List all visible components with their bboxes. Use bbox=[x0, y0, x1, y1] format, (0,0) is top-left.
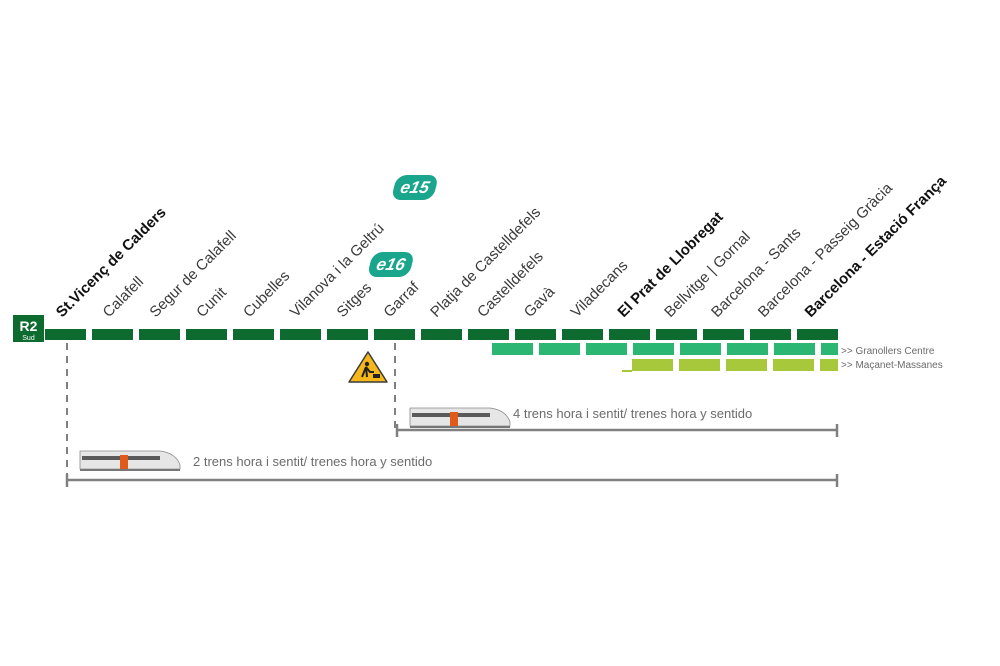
service-frequent: 4 trens hora i sentit/ trenes hora y sen… bbox=[395, 406, 839, 437]
granollers-branch-segment bbox=[633, 343, 674, 355]
main-line-segment bbox=[186, 329, 227, 340]
badge-e15-text: e15 bbox=[398, 177, 432, 197]
granollers-branch-segment bbox=[492, 343, 533, 355]
main-line-segment bbox=[139, 329, 180, 340]
macanet-branch-segment bbox=[820, 359, 838, 371]
macanet-branch-segment bbox=[679, 359, 720, 371]
line-badge: R2 Sud bbox=[13, 315, 44, 342]
macanet-branch-segment bbox=[773, 359, 814, 371]
line-code: R2 bbox=[20, 318, 38, 334]
branch-macanet-label: >> Maçanet-Massanes bbox=[841, 360, 943, 371]
main-line-segment bbox=[750, 329, 791, 340]
main-line-segment bbox=[515, 329, 556, 340]
main-line-segment bbox=[327, 329, 368, 340]
main-line-segment bbox=[374, 329, 415, 340]
macanet-branch-segment bbox=[726, 359, 767, 371]
service-frequent-label: 4 trens hora i sentit/ trenes hora y sen… bbox=[513, 406, 752, 421]
granollers-branch-segment bbox=[539, 343, 580, 355]
train-icon bbox=[79, 450, 181, 471]
badge-e15: e15 bbox=[392, 175, 437, 200]
station-label: Sitges bbox=[334, 279, 376, 321]
main-line-segment bbox=[609, 329, 650, 340]
granollers-branch-track bbox=[492, 343, 838, 355]
granollers-branch-segment bbox=[586, 343, 627, 355]
macanet-branch-segment bbox=[632, 359, 673, 371]
station-label: Gavà bbox=[521, 283, 559, 321]
branch-granollers-label: >> Granollers Centre bbox=[841, 346, 935, 357]
main-line-segment bbox=[92, 329, 133, 340]
main-line-segment bbox=[562, 329, 603, 340]
train-icon bbox=[409, 407, 511, 428]
service-regular-label: 2 trens hora i sentit/ trenes hora y sen… bbox=[193, 454, 432, 469]
badge-e16: e16 bbox=[368, 252, 413, 277]
line-sub: Sud bbox=[22, 335, 35, 342]
roadworks-warning-icon bbox=[348, 351, 388, 383]
granollers-branch-segment bbox=[727, 343, 768, 355]
main-line-segment bbox=[233, 329, 274, 340]
main-line-segment bbox=[45, 329, 86, 340]
main-line-segment bbox=[468, 329, 509, 340]
station-label: Cunit bbox=[193, 283, 230, 320]
service-regular: 2 trens hora i sentit/ trenes hora y sen… bbox=[65, 450, 839, 487]
main-line-track bbox=[45, 329, 838, 340]
macanet-branch-track bbox=[622, 359, 838, 372]
station-label: Calafell bbox=[100, 273, 147, 320]
main-line-segment bbox=[280, 329, 321, 340]
granollers-branch-segment bbox=[821, 343, 838, 355]
main-line-segment bbox=[656, 329, 697, 340]
granollers-branch-segment bbox=[680, 343, 721, 355]
main-line-segment bbox=[421, 329, 462, 340]
station-label: Segur de Calafell bbox=[146, 227, 239, 320]
badge-e16-text: e16 bbox=[374, 254, 408, 274]
station-label: Cubelles bbox=[240, 268, 293, 321]
station-label: Bellvitge | Gornal bbox=[661, 228, 754, 321]
station-label: Garraf bbox=[380, 278, 423, 321]
granollers-branch-segment bbox=[774, 343, 815, 355]
main-line-segment bbox=[703, 329, 744, 340]
main-line-segment bbox=[797, 329, 838, 340]
